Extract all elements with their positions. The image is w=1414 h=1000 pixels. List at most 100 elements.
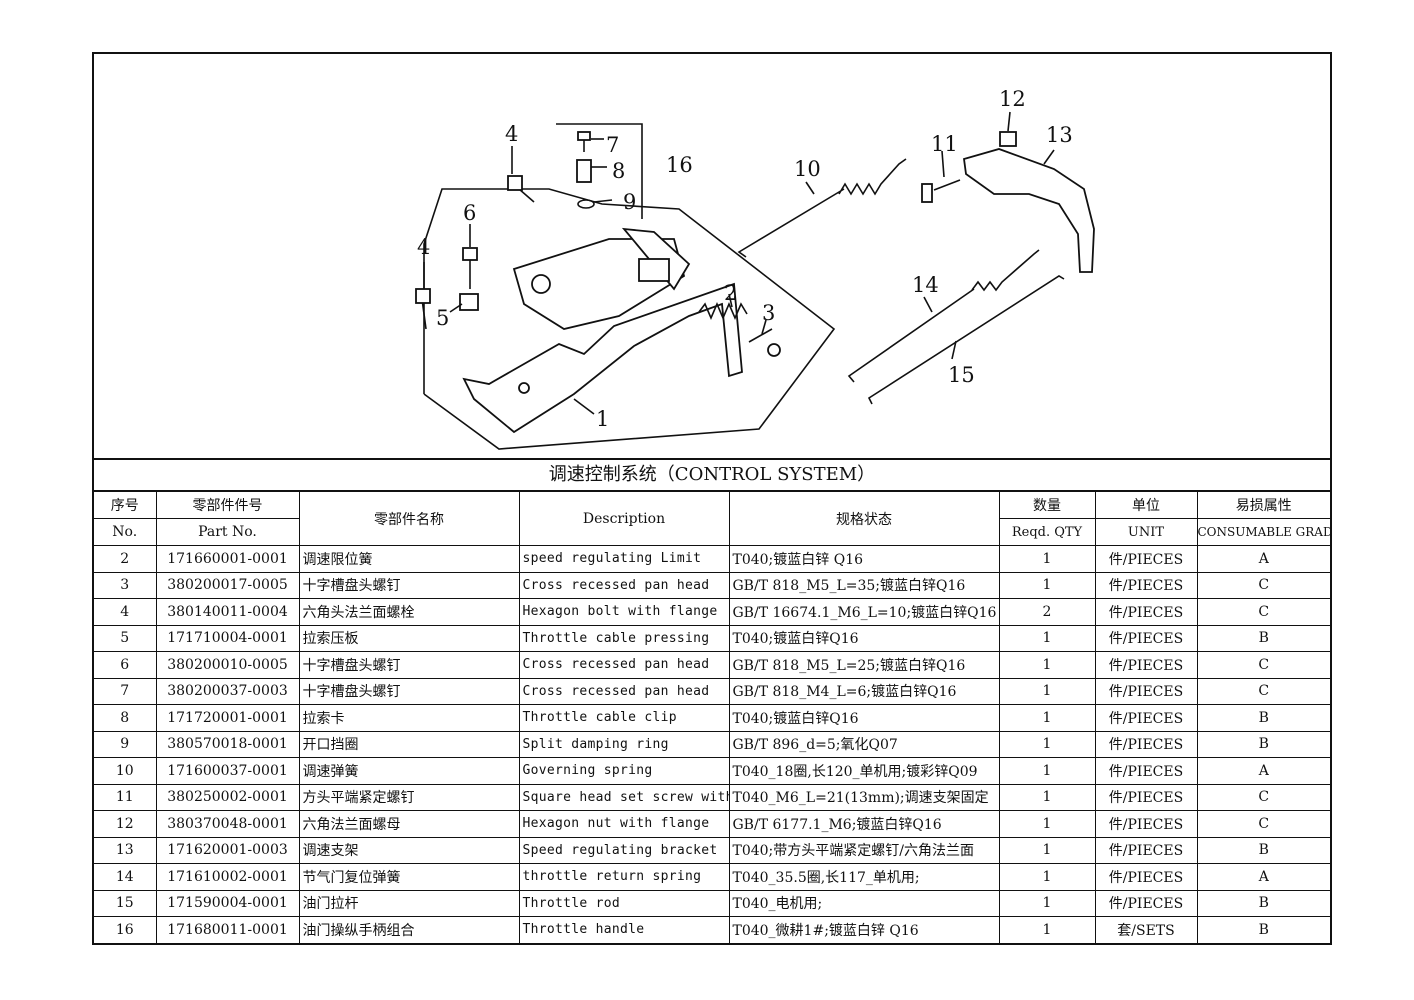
parts-table: 序号 零部件件号 零部件名称 Description 规格状态 数量 单位 易损… <box>94 492 1330 943</box>
row-description: throttle return spring <box>518 863 730 891</box>
row-name-cn: 六角法兰面螺母 <box>298 810 520 838</box>
row-unit: 件/PIECES <box>1094 704 1198 732</box>
header-description: Description <box>518 492 730 546</box>
row-qty: 1 <box>998 651 1096 679</box>
row-description: Square head set screw with <box>518 783 730 811</box>
row-name-cn: 十字槽盘头螺钉 <box>298 651 520 679</box>
assembly-boundary <box>423 188 836 450</box>
set-screw-head <box>921 183 933 203</box>
row-grade: B <box>1196 624 1330 652</box>
row-description: Split damping ring <box>518 730 730 758</box>
row-unit: 件/PIECES <box>1094 545 1198 573</box>
row-description: Cross recessed pan head <box>518 571 730 599</box>
row-spec: T040;镀蓝白锌Q16 <box>728 704 1000 732</box>
row-no: 4 <box>94 598 157 626</box>
throttle-rod <box>867 275 1065 405</box>
row-spec: T040_18圈,长120_单机用;镀彩锌Q09 <box>728 757 1000 785</box>
row-name-cn: 十字槽盘头螺钉 <box>298 677 520 705</box>
row-unit: 件/PIECES <box>1094 863 1198 891</box>
header-part-en: Part No. <box>155 518 300 546</box>
row-description: Throttle rod <box>518 889 730 917</box>
row-unit: 件/PIECES <box>1094 677 1198 705</box>
header-part-cn: 零部件件号 <box>155 492 300 519</box>
row-qty: 1 <box>998 757 1096 785</box>
callout-9: 9 <box>623 190 636 214</box>
row-qty: 1 <box>998 571 1096 599</box>
parts-sheet: 1 2 3 4 4 5 6 7 8 9 10 11 12 13 14 15 16… <box>92 52 1332 945</box>
callout-15: 15 <box>948 363 975 387</box>
header-no-cn: 序号 <box>94 492 157 519</box>
bracket-16-boundary <box>556 123 643 219</box>
header-row-cn: 序号 零部件件号 零部件名称 Description 规格状态 数量 单位 易损… <box>94 492 1330 546</box>
row-no: 7 <box>94 677 157 705</box>
row-description: Throttle handle <box>518 916 730 943</box>
row-name-cn: 调速支架 <box>298 836 520 864</box>
row-description: Governing spring <box>518 757 730 785</box>
row-description: Speed regulating bracket <box>518 836 730 864</box>
row-qty: 1 <box>998 916 1096 943</box>
row-spec: GB/T 16674.1_M6_L=10;镀蓝白锌Q16 <box>728 598 1000 626</box>
row-spec: T040_M6_L=21(13mm);调速支架固定 <box>728 783 1000 811</box>
leader-11 <box>941 150 945 178</box>
row-name-cn: 方头平端紧定螺钉 <box>298 783 520 811</box>
row-qty: 1 <box>998 677 1096 705</box>
limit-spring <box>698 301 748 321</box>
row-unit: 件/PIECES <box>1094 598 1198 626</box>
leader-14 <box>923 296 933 313</box>
row-grade: A <box>1196 545 1330 573</box>
row-name-cn: 调速弹簧 <box>298 757 520 785</box>
row-spec: T040_35.5圈,长117_单机用; <box>728 863 1000 891</box>
row-unit: 件/PIECES <box>1094 730 1198 758</box>
leader-3 <box>761 319 767 335</box>
row-grade: C <box>1196 783 1330 811</box>
row-unit: 件/PIECES <box>1094 651 1198 679</box>
pan-head-screw-shaft <box>748 328 773 343</box>
row-qty: 1 <box>998 545 1096 573</box>
row-unit: 件/PIECES <box>1094 810 1198 838</box>
row-no: 5 <box>94 624 157 652</box>
bolt-shaft-left <box>421 298 427 330</box>
leader-13 <box>1043 149 1055 165</box>
row-no: 6 <box>94 651 157 679</box>
row-spec: T040;镀蓝白锌 Q16 <box>728 545 1000 573</box>
row-no: 16 <box>94 916 157 943</box>
callout-6: 6 <box>463 201 476 225</box>
screw-7-head <box>577 131 591 141</box>
row-spec: T040;带方头平端紧定螺钉/六角法兰面 <box>728 836 1000 864</box>
row-no: 8 <box>94 704 157 732</box>
leader-1 <box>573 398 595 415</box>
row-grade: B <box>1196 704 1330 732</box>
row-description: Throttle cable pressing <box>518 624 730 652</box>
row-qty: 1 <box>998 863 1096 891</box>
row-qty: 1 <box>998 810 1096 838</box>
callout-7: 7 <box>606 133 619 157</box>
row-grade: A <box>1196 757 1330 785</box>
pan-head-screw-head <box>767 343 781 357</box>
bolt-shaft-top <box>518 188 535 203</box>
row-no: 11 <box>94 783 157 811</box>
callout-4b: 4 <box>505 122 518 146</box>
row-qty: 1 <box>998 836 1096 864</box>
header-qty-en: Reqd. QTY <box>998 518 1096 546</box>
speed-regulating-bracket <box>963 148 1095 273</box>
pivot-nut <box>531 274 551 294</box>
bolt-head-left <box>415 288 431 304</box>
callout-5: 5 <box>436 306 449 330</box>
governing-spring <box>737 158 907 258</box>
row-grade: C <box>1196 571 1330 599</box>
row-grade: B <box>1196 889 1330 917</box>
row-part-no: 380140011-0004 <box>155 598 300 626</box>
row-name-cn: 油门拉杆 <box>298 889 520 917</box>
leader-12 <box>1007 111 1011 132</box>
